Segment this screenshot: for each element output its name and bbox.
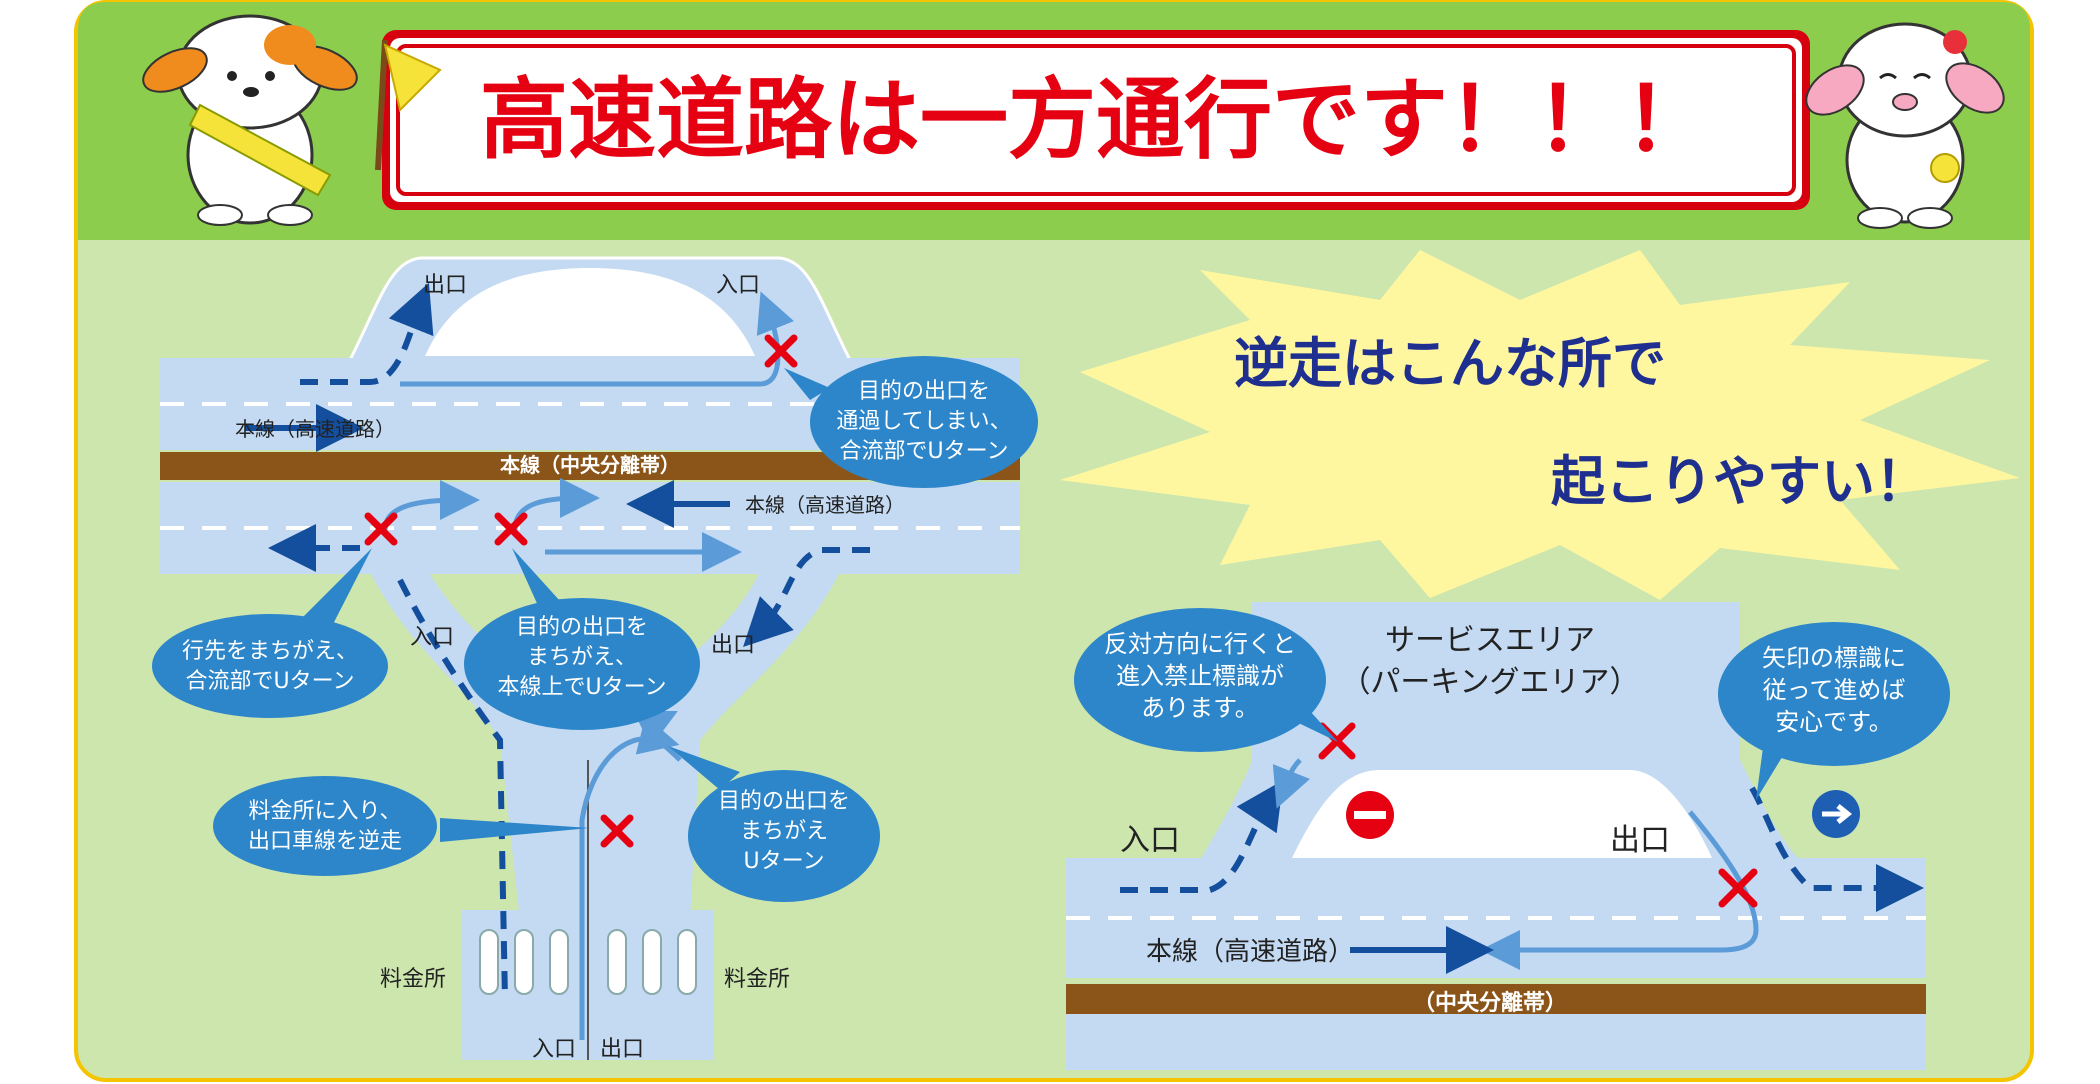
label-toll-right: 料金所 bbox=[724, 967, 790, 992]
label-entry-right: 入口 bbox=[1120, 823, 1180, 858]
bubble-wrong-exit-uturn-line-1: 目的の出口を bbox=[718, 789, 850, 814]
bubble-wrong-exit-mainline-line-3: 本線上でUターン bbox=[497, 675, 666, 700]
bubble-passed-exit-line-2: 通過してしまい、 bbox=[836, 409, 1011, 434]
bubble-wrong-dest-line-2: 合流部でUターン bbox=[185, 669, 354, 694]
label-service-area-2: （パーキングエリア） bbox=[1340, 665, 1639, 700]
bubble-passed-exit-line-3: 合流部でUターン bbox=[839, 439, 1008, 464]
label-mainline-right: 本線（高速道路） bbox=[1146, 937, 1354, 967]
bubble-toll-wrong-line-2: 出口車線を逆走 bbox=[248, 829, 402, 854]
bubble-passed-exit: 目的の出口を 通過してしまい、 合流部でUターン bbox=[784, 356, 1038, 488]
bubble-follow-arrow-line-2: 従って進めば bbox=[1763, 676, 1906, 704]
toll-booths bbox=[479, 929, 697, 995]
label-median-left: 本線（中央分離帯） bbox=[500, 453, 680, 477]
bubble-passed-exit-line-1: 目的の出口を bbox=[858, 379, 990, 404]
title-banner: 高速道路は一方通行です！！！ bbox=[382, 30, 1810, 210]
bubble-wrong-exit-uturn: 目的の出口を まちがえ Uターン bbox=[668, 746, 880, 902]
label-exit-right: 出口 bbox=[1610, 823, 1670, 858]
mascot-right bbox=[1805, 22, 2005, 229]
bubble-wrong-exit-mainline-line-1: 目的の出口を bbox=[516, 615, 648, 640]
label-entry-top: 入口 bbox=[716, 273, 760, 298]
left-diagram: 本線（中央分離帯） bbox=[152, 256, 1038, 1062]
headline-line-2: 起こりやすい！ bbox=[1551, 450, 1929, 513]
bubble-no-entry-sign-line-3: あります。 bbox=[1141, 694, 1259, 722]
no-entry-sign-icon bbox=[1346, 791, 1394, 839]
right-diagram: （中央分離帯） サービスエリア （パーキングエリア） 入口 出口 本線（高速道路… bbox=[1066, 602, 1950, 1070]
bubble-no-entry-sign: 反対方向に行くと 進入禁止標識が あります。 bbox=[1074, 608, 1338, 752]
label-toll-entry: 入口 bbox=[532, 1037, 576, 1062]
label-median-right: （中央分離帯） bbox=[1413, 990, 1567, 1016]
bubble-no-entry-sign-line-2: 進入禁止標識が bbox=[1116, 662, 1284, 690]
label-exit-top: 出口 bbox=[423, 273, 467, 298]
upper-island bbox=[425, 268, 755, 356]
headline-burst: 逆走はこんな所で 起こりやすい！ bbox=[1060, 250, 2020, 600]
bubble-wrong-dest-line-1: 行先をまちがえ、 bbox=[182, 639, 358, 664]
headline-line-1: 逆走はこんな所で bbox=[1234, 332, 1666, 395]
service-ramps bbox=[1200, 760, 1800, 860]
label-ramp-exit: 出口 bbox=[711, 633, 755, 658]
label-toll-left: 料金所 bbox=[380, 967, 446, 992]
right-shoulder bbox=[1066, 1014, 1926, 1070]
median-right bbox=[1066, 984, 1926, 1014]
bubble-wrong-exit-uturn-line-2: まちがえ bbox=[740, 819, 828, 844]
bubble-wrong-exit-uturn-line-3: Uターン bbox=[743, 849, 824, 874]
bubble-follow-arrow-line-3: 安心です。 bbox=[1775, 708, 1893, 736]
bubble-wrong-exit-mainline-line-2: まちがえ、 bbox=[527, 645, 637, 670]
service-island bbox=[1292, 770, 1712, 858]
label-ramp-entry: 入口 bbox=[410, 625, 454, 650]
direction-arrow-sign-icon bbox=[1812, 790, 1860, 838]
bubble-follow-arrow-line-1: 矢印の標識に bbox=[1762, 644, 1906, 672]
label-mainline-lower: 本線（高速道路） bbox=[745, 493, 905, 517]
page-title: 高速道路は一方通行です！！！ bbox=[480, 68, 1712, 171]
label-toll-exit: 出口 bbox=[600, 1037, 644, 1062]
label-service-area-1: サービスエリア bbox=[1385, 623, 1595, 658]
label-mainline-upper: 本線（高速道路） bbox=[235, 417, 395, 441]
bubble-wrong-dest: 行先をまちがえ、 合流部でUターン bbox=[152, 548, 388, 718]
bubble-follow-arrow: 矢印の標識に 従って進めば 安心です。 bbox=[1718, 622, 1950, 800]
mascot-left bbox=[142, 14, 442, 226]
bubble-toll-wrong: 料金所に入り、 出口車線を逆走 bbox=[213, 776, 590, 876]
cross-marks-left bbox=[364, 334, 798, 848]
bubble-no-entry-sign-line-1: 反対方向に行くと bbox=[1104, 630, 1296, 658]
bubble-toll-wrong-line-1: 料金所に入り、 bbox=[248, 799, 401, 824]
bubble-wrong-exit-mainline: 目的の出口を まちがえ、 本線上でUターン bbox=[464, 548, 700, 730]
